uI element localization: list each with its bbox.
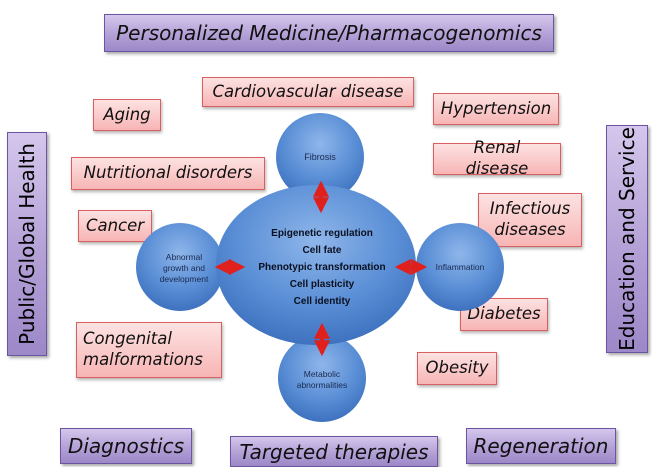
diagnostics-box: Diagnostics <box>60 428 192 464</box>
core-label-phenotypic: Phenotypic transformation <box>258 262 385 273</box>
congenital-label-2: malformations <box>83 350 203 369</box>
infectious-box: Infectious diseases <box>478 193 582 247</box>
obesity-box: Obesity <box>417 352 497 385</box>
growth-circle <box>136 223 224 311</box>
cardiovascular-label: Cardiovascular disease <box>212 81 404 101</box>
metabolic-label-1: Metabolic <box>304 369 341 379</box>
infectious-label-1: Infectious <box>489 199 571 219</box>
cancer-label: Cancer <box>85 215 145 235</box>
fibrosis-label: Fibrosis <box>304 152 336 162</box>
growth-label-3: development <box>160 274 209 284</box>
core-label-cell-fate: Cell fate <box>303 245 342 256</box>
personalized-medicine-label: Personalized Medicine/Pharmacogenomics <box>116 21 542 45</box>
diabetes-label: Diabetes <box>467 304 541 324</box>
regeneration-box: Regeneration <box>466 428 616 464</box>
congenital-box: Congenital malformations <box>76 322 222 378</box>
growth-label-2: growth and <box>163 263 205 273</box>
fibrosis-circle <box>276 113 364 201</box>
personalized-medicine-box: Personalized Medicine/Pharmacogenomics <box>104 14 554 52</box>
renal-label: Renal disease <box>465 138 529 178</box>
renal-box: Renal disease <box>433 138 561 178</box>
cardiovascular-box: Cardiovascular disease <box>202 77 414 107</box>
diagnostics-label: Diagnostics <box>67 434 185 458</box>
regeneration-label: Regeneration <box>473 434 609 458</box>
metabolic-circle <box>278 334 366 422</box>
public-health-box: Public/Global Health <box>7 132 47 356</box>
core-label-plasticity: Cell plasticity <box>290 279 355 290</box>
inflammation-label: Inflammation <box>436 262 485 272</box>
hypertension-box: Hypertension <box>433 93 559 125</box>
nutritional-label: Nutritional disorders <box>83 163 253 183</box>
core-ellipse <box>216 185 416 345</box>
cancer-box: Cancer <box>78 210 152 242</box>
targeted-therapies-label: Targeted therapies <box>239 439 429 464</box>
metabolic-label-2: abnormalities <box>297 380 348 390</box>
infectious-label-2: diseases <box>494 220 566 239</box>
aging-box: Aging <box>93 99 161 131</box>
inflammation-circle <box>416 223 504 311</box>
targeted-therapies-box: Targeted therapies <box>230 436 438 467</box>
diabetes-box: Diabetes <box>460 298 548 331</box>
obesity-label: Obesity <box>425 358 489 378</box>
core-label-identity: Cell identity <box>294 296 351 307</box>
core-label-epigenetic: Epigenetic regulation <box>271 228 373 239</box>
hypertension-label: Hypertension <box>440 98 552 118</box>
nutritional-box: Nutritional disorders <box>71 157 265 190</box>
aging-label: Aging <box>103 104 151 124</box>
congenital-label-1: Congenital <box>83 329 172 349</box>
growth-label-1: Abnormal <box>166 252 202 262</box>
education-service-box: Education and Service <box>606 125 648 353</box>
